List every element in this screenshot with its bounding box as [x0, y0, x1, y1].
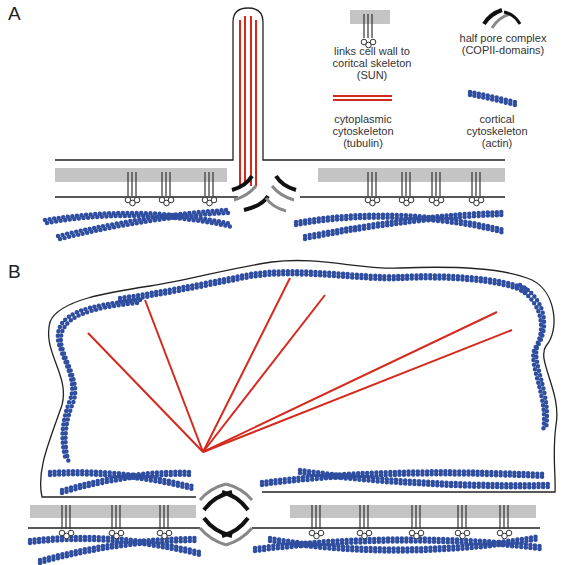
tubulin	[240, 16, 256, 186]
legend-text: cortical cytoskeleton (actin)	[456, 113, 538, 149]
panel-letter: B	[8, 262, 21, 281]
panel-b	[28, 260, 557, 563]
panel-a	[45, 8, 505, 239]
sun-links	[125, 172, 484, 206]
plasma-membrane	[55, 196, 505, 197]
legend-text: half pore complex (COPII-domains)	[448, 32, 558, 56]
cell-wall	[30, 505, 196, 518]
cell-wall	[290, 505, 536, 518]
actin	[30, 271, 548, 563]
plasma-membrane	[28, 527, 540, 528]
cell-wall	[318, 168, 505, 182]
legend-text: cytoplasmic cytoskeleton (tubulin)	[322, 113, 404, 149]
outer-membrane	[41, 260, 557, 497]
actin	[45, 210, 505, 239]
outer-membrane	[55, 8, 505, 160]
cell-wall	[55, 168, 227, 182]
legend-text: links cell wall to coritcal skeleton (SU…	[322, 45, 422, 81]
pore-complex	[200, 484, 252, 545]
pore-complex	[232, 176, 296, 211]
panel-letter: A	[8, 4, 21, 23]
sun-links	[59, 505, 512, 539]
tubulin	[88, 278, 512, 452]
